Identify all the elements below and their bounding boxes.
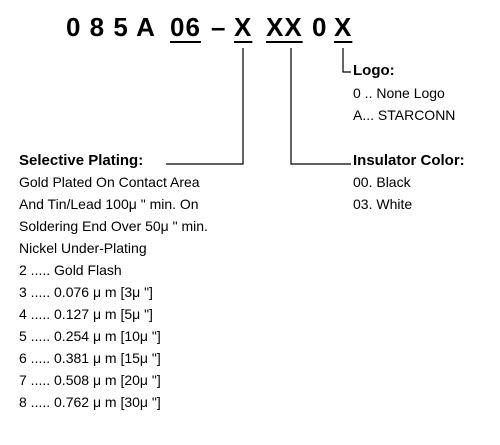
pn-plating-code: X (234, 12, 253, 42)
plating-desc-line: And Tin/Lead 100μ " min. On (19, 196, 199, 212)
selective-plating-title: Selective Plating: (19, 152, 144, 169)
plating-desc-line: Gold Plated On Contact Area (19, 174, 200, 190)
pn-insulator-code: XX (266, 12, 303, 42)
logo-title: Logo: (353, 62, 395, 79)
selective-plating-description: Gold Plated On Contact Area And Tin/Lead… (19, 171, 208, 259)
logo-option-0: 0 .. None Logo (353, 85, 445, 101)
pn-logo-code: X (334, 12, 353, 42)
insulator-option-white: 03. White (353, 196, 413, 212)
plating-option: 3 ..... 0.076 μ m [3μ "] (19, 284, 153, 300)
logo-leader-line (342, 48, 351, 73)
plating-leader-line (166, 48, 244, 165)
insulator-leader-line (290, 48, 351, 165)
pn-pin-count: 06 (170, 12, 201, 42)
insulator-option-black: 00. Black (353, 174, 411, 190)
plating-option: 2 ..... Gold Flash (19, 262, 122, 278)
logo-options: 0 .. None Logo A... STARCONN (353, 82, 455, 126)
plating-option: 5 ..... 0.254 μ m [10μ "] (19, 328, 161, 344)
plating-desc-line: Nickel Under-Plating (19, 240, 147, 256)
plating-desc-line: Soldering End Over 50μ " min. (19, 218, 208, 234)
plating-option: 6 ..... 0.381 μ m [15μ "] (19, 350, 161, 366)
selective-plating-options: 2 ..... Gold Flash 3 ..... 0.076 μ m [3μ… (19, 259, 161, 413)
logo-option-a: A... STARCONN (353, 107, 456, 123)
pn-dash: – (211, 12, 227, 42)
insulator-color-title: Insulator Color: (353, 152, 465, 169)
insulator-color-options: 00. Black 03. White (353, 171, 412, 215)
plating-option: 8 ..... 0.762 μ m [30μ "] (19, 394, 161, 410)
pn-prefix: 0 8 5 A (66, 12, 156, 42)
plating-option: 7 ..... 0.508 μ m [20μ "] (19, 372, 161, 388)
pn-fixed-zero: 0 (312, 12, 328, 42)
plating-option: 4 ..... 0.127 μ m [5μ "] (19, 306, 153, 322)
